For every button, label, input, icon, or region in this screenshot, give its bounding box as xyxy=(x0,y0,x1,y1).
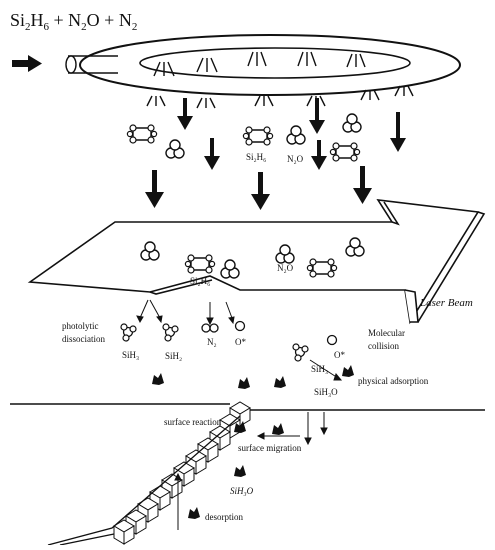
dissociation-products xyxy=(121,322,245,342)
flow-arrow xyxy=(390,112,406,152)
migration-arrows xyxy=(258,412,327,444)
si2h6-label: Si₂H₆ xyxy=(246,152,266,162)
molecular-label: Molecular xyxy=(368,328,405,338)
radical-species xyxy=(152,373,286,389)
sih3-label-left: SiH₃ xyxy=(122,350,139,360)
si2h6-beam-label: Si₂H₆ xyxy=(190,276,210,286)
photolytic-label: photolytic xyxy=(62,321,99,331)
desorbed-species-icon xyxy=(188,507,200,519)
collision-label: collision xyxy=(368,341,399,351)
sih3-label-right: SiH₃ xyxy=(311,364,328,374)
surface-species-icon xyxy=(272,423,284,435)
flow-arrow xyxy=(177,98,193,130)
sih3o-label-lower: SiH₃O xyxy=(230,486,254,496)
gas-distribution-ring xyxy=(66,35,460,95)
reactant-formula: Si2H6 + N2O + N2 xyxy=(10,10,137,33)
laser-beam-label: Laser Beam xyxy=(419,297,473,309)
svg-text:Si2H6 + N2O + N2: Si2H6 + N2O + N2 xyxy=(10,10,137,33)
physical-adsorption-label: physical adsorption xyxy=(358,376,429,386)
surface-migration-label: surface migration xyxy=(238,443,302,453)
desorption-label: desorption xyxy=(205,512,243,522)
gas-inlet-arrow xyxy=(12,55,42,72)
n2o-label: N₂O xyxy=(287,154,304,164)
sih2-label: SiH₂ xyxy=(165,351,182,361)
sih3o-species-icon xyxy=(234,465,246,477)
n2-label: N₂ xyxy=(207,337,217,347)
flow-arrow xyxy=(353,166,372,204)
laser-beam-arrow xyxy=(30,200,484,322)
o-radical-label-right: O* xyxy=(334,350,345,360)
molecules-gas-phase xyxy=(127,114,361,161)
n2o-beam-label: N₂O xyxy=(277,263,294,273)
o-radical-label-left: O* xyxy=(235,337,246,347)
dissociation-label: dissociation xyxy=(62,334,105,344)
flow-arrow xyxy=(251,172,270,210)
collision-products xyxy=(293,336,337,362)
flow-arrow xyxy=(204,138,220,170)
dissociation-arrows xyxy=(137,300,234,324)
surface-reaction-label: surface reaction xyxy=(164,417,222,427)
flow-arrow xyxy=(145,170,164,208)
flow-arrow xyxy=(309,98,325,134)
sih3o-label-upper: SiH₃O xyxy=(314,387,338,397)
adsorbed-species-icon xyxy=(342,365,354,377)
flow-arrow xyxy=(311,140,327,170)
